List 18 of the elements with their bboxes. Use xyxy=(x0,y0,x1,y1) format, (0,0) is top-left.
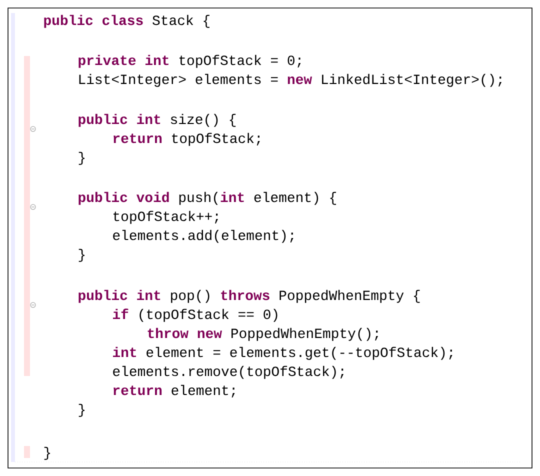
code-line: } xyxy=(78,152,85,165)
code-line: return element; xyxy=(114,384,235,398)
code-line: throw new PoppedWhenEmpty(); xyxy=(148,328,378,341)
code-line: elements.remove(topOfStack); xyxy=(113,366,344,379)
code-line: int element = elements.get(--topOfStack); xyxy=(113,346,452,360)
code-line: } xyxy=(78,404,85,417)
code-line: public void push(int element) { xyxy=(78,192,336,205)
code-line: topOfStack++; xyxy=(114,210,218,224)
code-line: return topOfStack; xyxy=(114,132,260,146)
code-line: List<Integer> elements = new LinkedList<Integer>(); xyxy=(79,74,502,87)
code-line: public int pop() throws PoppedWhenEmpty { xyxy=(78,290,420,303)
code-line: private int topOfStack = 0; xyxy=(78,54,301,68)
code-line: if (topOfStack == 0) xyxy=(113,308,278,322)
code-line: } xyxy=(44,446,50,460)
code-line: public class Stack { xyxy=(44,14,210,28)
code-line: public int size() { xyxy=(78,114,236,127)
code-line: elements.add(element); xyxy=(113,230,294,243)
code-line: } xyxy=(78,248,85,262)
